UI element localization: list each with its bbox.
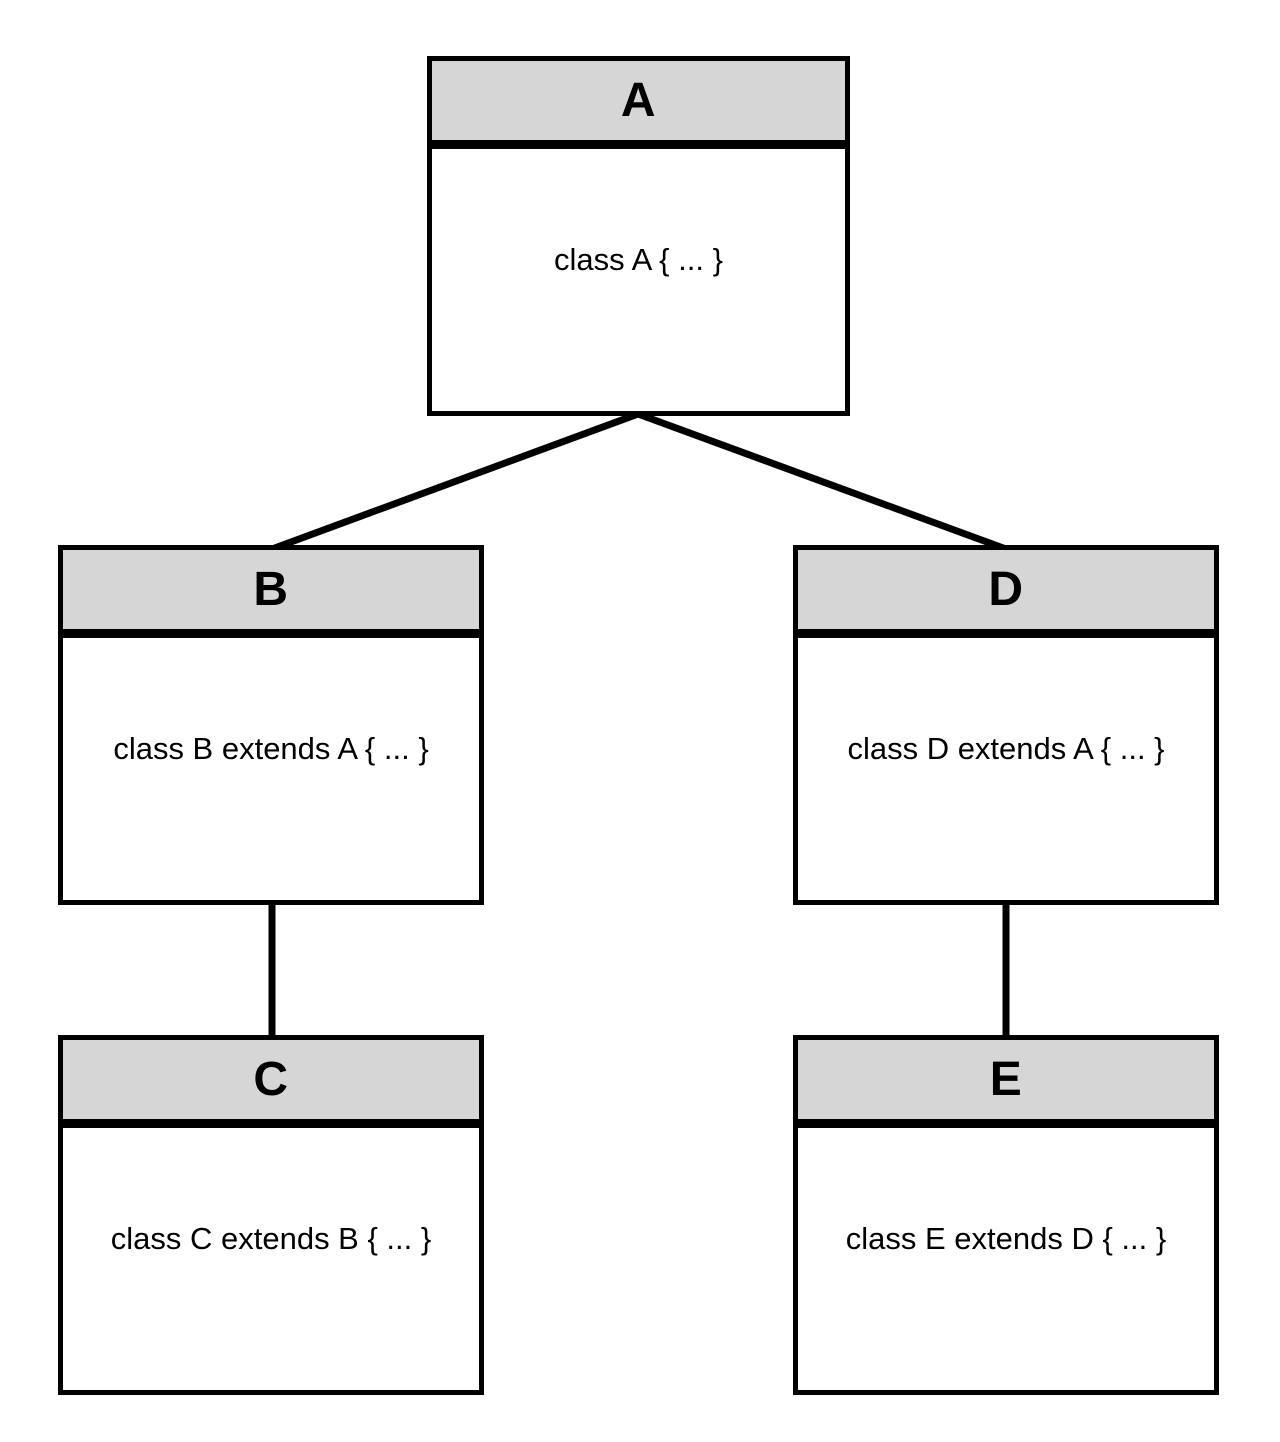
class-body-text-d: class D extends A { ... } [847,731,1165,766]
class-body-text-c: class C extends B { ... } [110,1221,432,1256]
class-box-d: D class D extends A { ... } [793,545,1219,905]
class-body-b: class B extends A { ... } [63,638,479,900]
class-box-c: C class C extends B { ... } [58,1035,484,1395]
class-body-d: class D extends A { ... } [798,638,1214,900]
class-header-e: E [798,1040,1214,1128]
class-header-b: B [63,550,479,638]
class-header-a: A [432,61,845,149]
class-body-e: class E extends D { ... } [798,1128,1214,1390]
class-body-text-a: class A { ... } [554,242,723,277]
edge-a-d [636,410,1008,553]
edge-a-b [270,410,640,553]
class-title-e: E [989,1053,1023,1106]
class-box-e: E class E extends D { ... } [793,1035,1219,1395]
class-box-b: B class B extends A { ... } [58,545,484,905]
class-title-c: C [253,1053,289,1106]
class-header-d: D [798,550,1214,638]
class-title-d: D [988,563,1024,616]
class-header-c: C [63,1040,479,1128]
class-title-a: A [620,74,657,127]
class-box-a: A class A { ... } [427,56,850,416]
class-body-a: class A { ... } [432,149,845,411]
class-title-b: B [253,563,289,616]
class-body-text-e: class E extends D { ... } [845,1221,1167,1256]
class-body-text-b: class B extends A { ... } [113,731,429,766]
class-body-c: class C extends B { ... } [63,1128,479,1390]
